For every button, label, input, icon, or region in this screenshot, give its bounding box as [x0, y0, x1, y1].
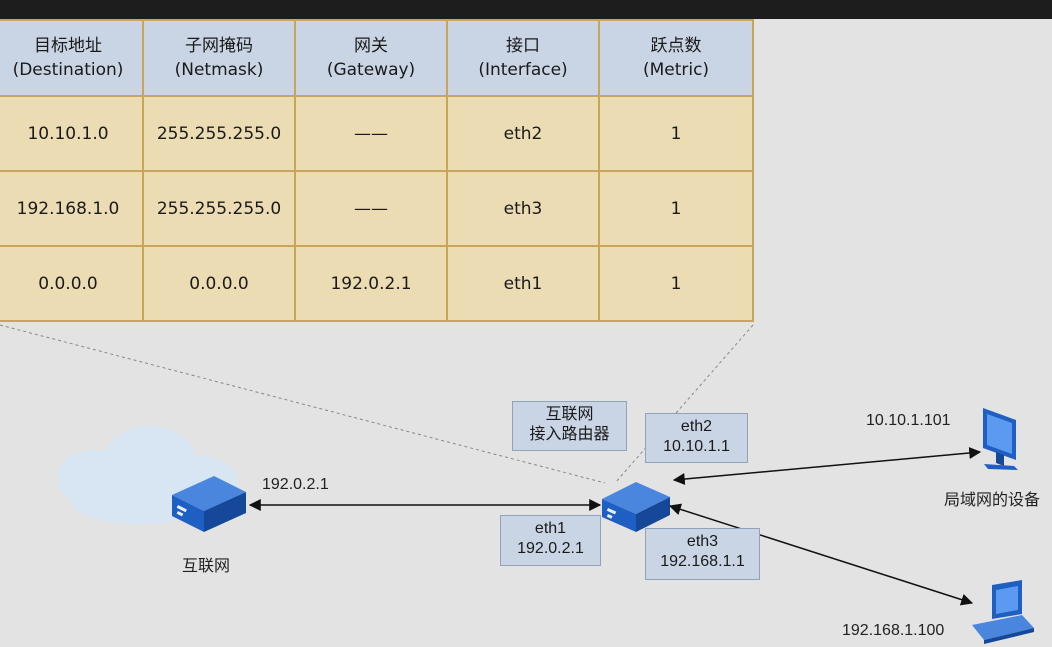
eth2-box: eth2 10.10.1.1	[645, 413, 748, 463]
table-cell: 1	[598, 245, 754, 322]
router-name-box: 互联网 接入路由器	[512, 401, 627, 451]
table-cell: eth2	[446, 95, 600, 172]
table-row: 10.10.1.0 255.255.255.0 —— eth2 1	[0, 95, 754, 172]
table-cell: 255.255.255.0	[142, 170, 296, 247]
table-cell: 1	[598, 170, 754, 247]
eth1-box: eth1 192.0.2.1	[500, 515, 601, 566]
table-cell: 1	[598, 95, 754, 172]
table-cell: 10.10.1.0	[0, 95, 144, 172]
internet-ip-label: 192.0.2.1	[262, 476, 329, 493]
table-header-row: 目标地址 (Destination) 子网掩码 (Netmask) 网关 (Ga…	[0, 19, 754, 97]
internet-router-icon	[172, 476, 246, 532]
header-interface: 接口 (Interface)	[446, 19, 600, 97]
laptop-icon	[972, 580, 1034, 644]
table-cell: 192.168.1.0	[0, 170, 144, 247]
link-router-laptop	[668, 503, 974, 606]
zoom-line-right	[614, 324, 754, 484]
lan-device-ip-label: 10.10.1.101	[866, 412, 951, 429]
header-metric: 跃点数 (Metric)	[598, 19, 754, 97]
table-cell: 0.0.0.0	[0, 245, 144, 322]
eth3-box: eth3 192.168.1.1	[645, 528, 760, 580]
access-router-icon	[602, 482, 670, 532]
internet-label: 互联网	[182, 558, 231, 575]
header-netmask: 子网掩码 (Netmask)	[142, 19, 296, 97]
header-destination: 目标地址 (Destination)	[0, 19, 144, 97]
table-cell: ——	[294, 95, 448, 172]
table-row: 0.0.0.0 0.0.0.0 192.0.2.1 eth1 1	[0, 245, 754, 322]
lan-device-label: 局域网的设备	[944, 492, 1041, 509]
zoom-line-left	[0, 324, 606, 484]
header-gateway: 网关 (Gateway)	[294, 19, 448, 97]
routing-table: 目标地址 (Destination) 子网掩码 (Netmask) 网关 (Ga…	[0, 19, 754, 322]
table-cell: 255.255.255.0	[142, 95, 296, 172]
table-cell: eth3	[446, 170, 600, 247]
table-cell: ——	[294, 170, 448, 247]
table-row: 192.168.1.0 255.255.255.0 —— eth3 1	[0, 170, 754, 247]
top-bar	[0, 0, 1052, 19]
link-router-lan-device	[672, 447, 982, 485]
table-cell: eth1	[446, 245, 600, 322]
table-cell: 0.0.0.0	[142, 245, 296, 322]
laptop-ip-label: 192.168.1.100	[842, 622, 945, 639]
table-cell: 192.0.2.1	[294, 245, 448, 322]
monitor-icon	[983, 408, 1018, 470]
